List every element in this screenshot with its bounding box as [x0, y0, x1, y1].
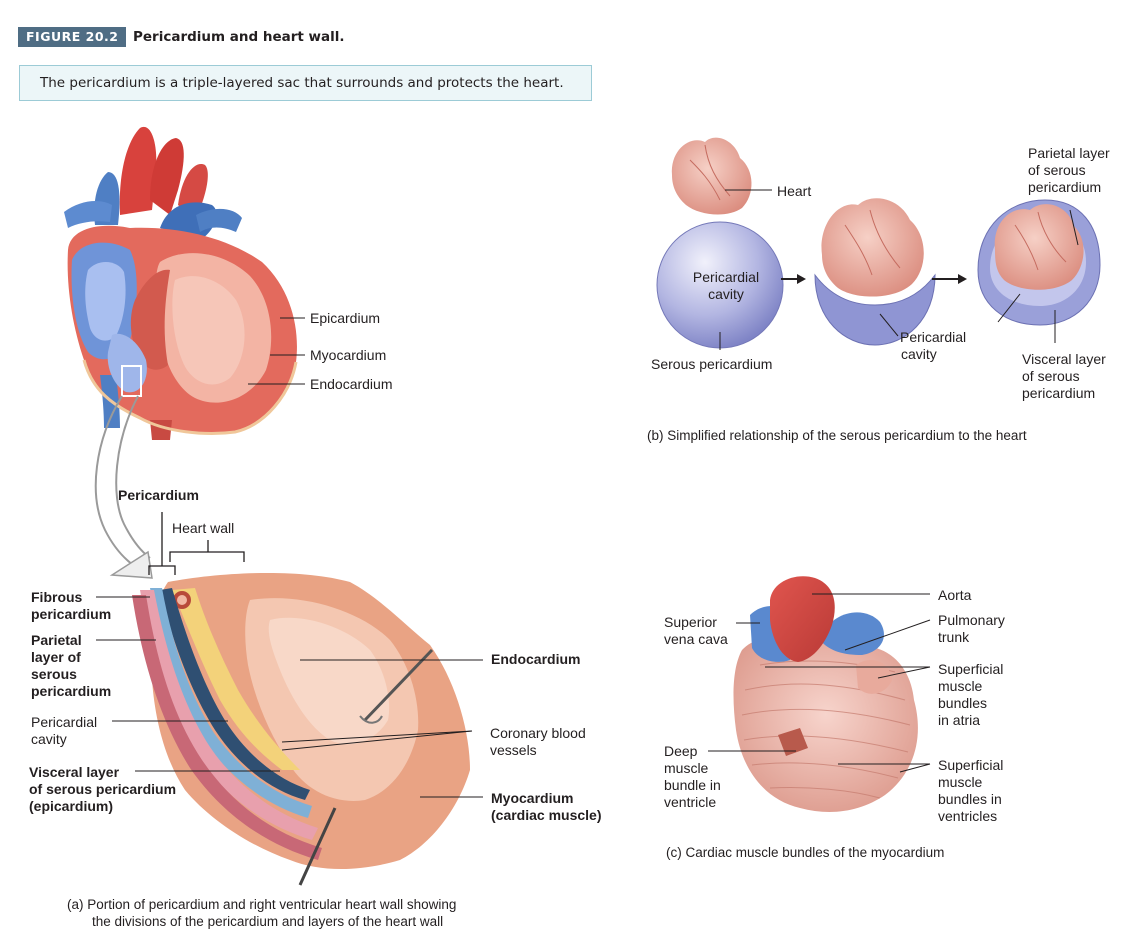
caption-c: (c) Cardiac muscle bundles of the myocar… [666, 844, 944, 861]
label-serous-pericardium: Serous pericardium [651, 356, 772, 373]
label-visceral-serous: Visceral layer of serous pericardium [1022, 351, 1106, 402]
label-visceral-layer: Visceral layer of serous pericardium (ep… [29, 764, 176, 815]
label-pericardial-cavity: Pericardial cavity [31, 714, 97, 748]
cardiac-muscle-bundles [708, 576, 930, 812]
label-bundles-ventricles: Superficial muscle bundles in ventricles [938, 757, 1003, 825]
label-aorta: Aorta [938, 587, 971, 604]
label-fibrous-pericardium: Fibrous pericardium [31, 589, 111, 623]
label-bundles-atria: Superficial muscle bundles in atria [938, 661, 1003, 729]
label-epicardium: Epicardium [310, 310, 380, 327]
label-pericardium: Pericardium [118, 487, 199, 504]
label-endocardium-detail: Endocardium [491, 651, 580, 668]
label-heart: Heart [777, 183, 811, 200]
caption-a: (a) Portion of pericardium and right ven… [67, 896, 456, 930]
label-heart-wall: Heart wall [172, 520, 234, 537]
heart-cross-section [64, 127, 297, 440]
label-endocardium: Endocardium [310, 376, 393, 393]
label-myocardium: Myocardium [310, 347, 386, 364]
label-parietal-serous: Parietal layer of serous pericardium [1028, 145, 1110, 196]
label-myocardium-detail: Myocardium (cardiac muscle) [491, 790, 602, 824]
label-superior-vena-cava: Superior vena cava [664, 614, 728, 648]
label-pericardial-cavity-b: Pericardial cavity [900, 329, 966, 363]
label-deep-bundle: Deep muscle bundle in ventricle [664, 743, 721, 811]
label-parietal-layer: Parietal layer of serous pericardium [31, 632, 111, 700]
caption-b: (b) Simplified relationship of the serou… [647, 427, 1027, 444]
label-coronary-vessels: Coronary blood vessels [490, 725, 586, 759]
label-pericardial-cavity-ball: Pericardial cavity [688, 269, 764, 303]
zoom-callout-arrowhead [112, 552, 152, 578]
label-pulmonary-trunk: Pulmonary trunk [938, 612, 1005, 646]
heart-wall-detail [132, 573, 470, 885]
